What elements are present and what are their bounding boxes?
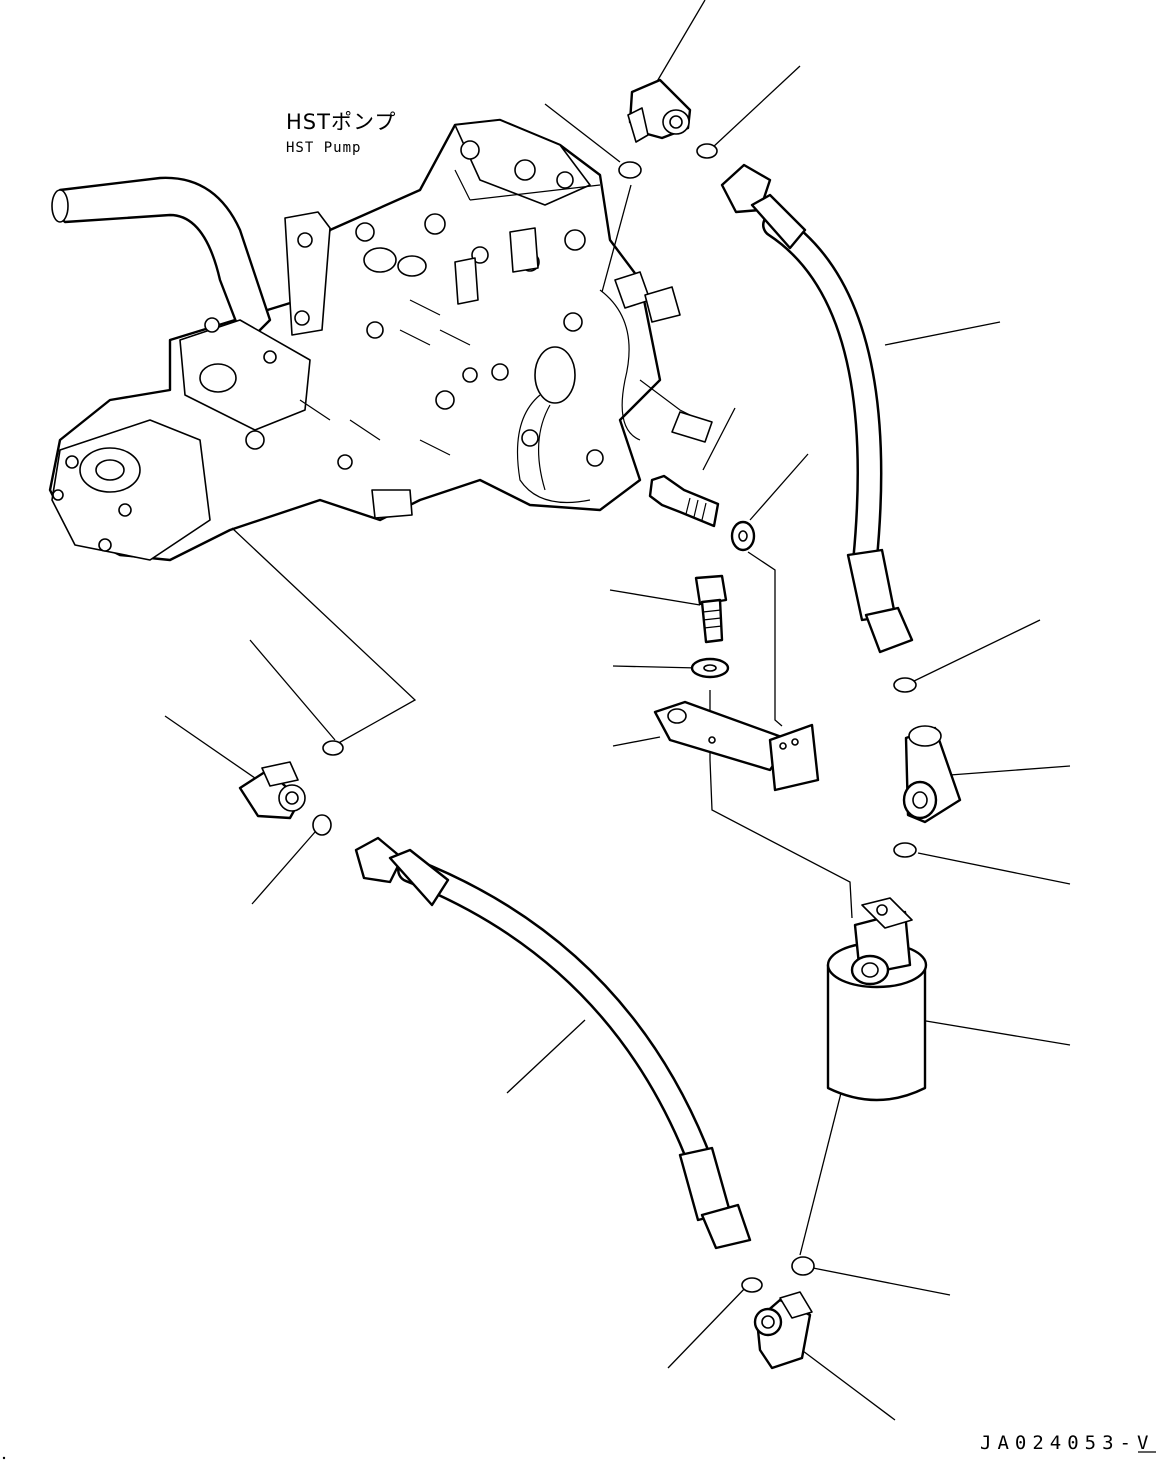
hose-lower bbox=[354, 836, 752, 1250]
washer-lower bbox=[690, 657, 730, 679]
o-ring-right-lower bbox=[893, 842, 917, 858]
elbow-fitting-top bbox=[627, 78, 692, 143]
leader-lines bbox=[164, 0, 1071, 1421]
figure-id: JA024053-V bbox=[980, 1432, 1155, 1454]
o-ring-left-lower bbox=[312, 814, 332, 836]
hst-pump-assembly bbox=[48, 118, 713, 562]
bolt-upper bbox=[648, 474, 720, 528]
hose-right bbox=[720, 163, 914, 654]
elbow-fitting-bottom bbox=[753, 1291, 813, 1370]
o-ring-right-upper bbox=[893, 677, 917, 693]
pump-label-en: HST Pump bbox=[286, 140, 362, 156]
washer-upper bbox=[730, 520, 756, 552]
o-ring-bottom-right bbox=[791, 1256, 815, 1276]
o-ring-top-left bbox=[618, 161, 642, 179]
bracket bbox=[653, 700, 820, 792]
bolt-lower bbox=[694, 574, 728, 644]
filter-assembly bbox=[826, 897, 928, 1102]
o-ring-left-upper bbox=[322, 740, 344, 756]
elbow-fitting-left bbox=[238, 761, 306, 820]
corner-dot bbox=[2, 1456, 6, 1460]
o-ring-top-right bbox=[696, 143, 718, 159]
o-ring-bottom-left bbox=[741, 1277, 763, 1293]
pump-label-ja: HSTポンプ bbox=[286, 110, 397, 134]
elbow-fitting-right bbox=[902, 725, 962, 824]
